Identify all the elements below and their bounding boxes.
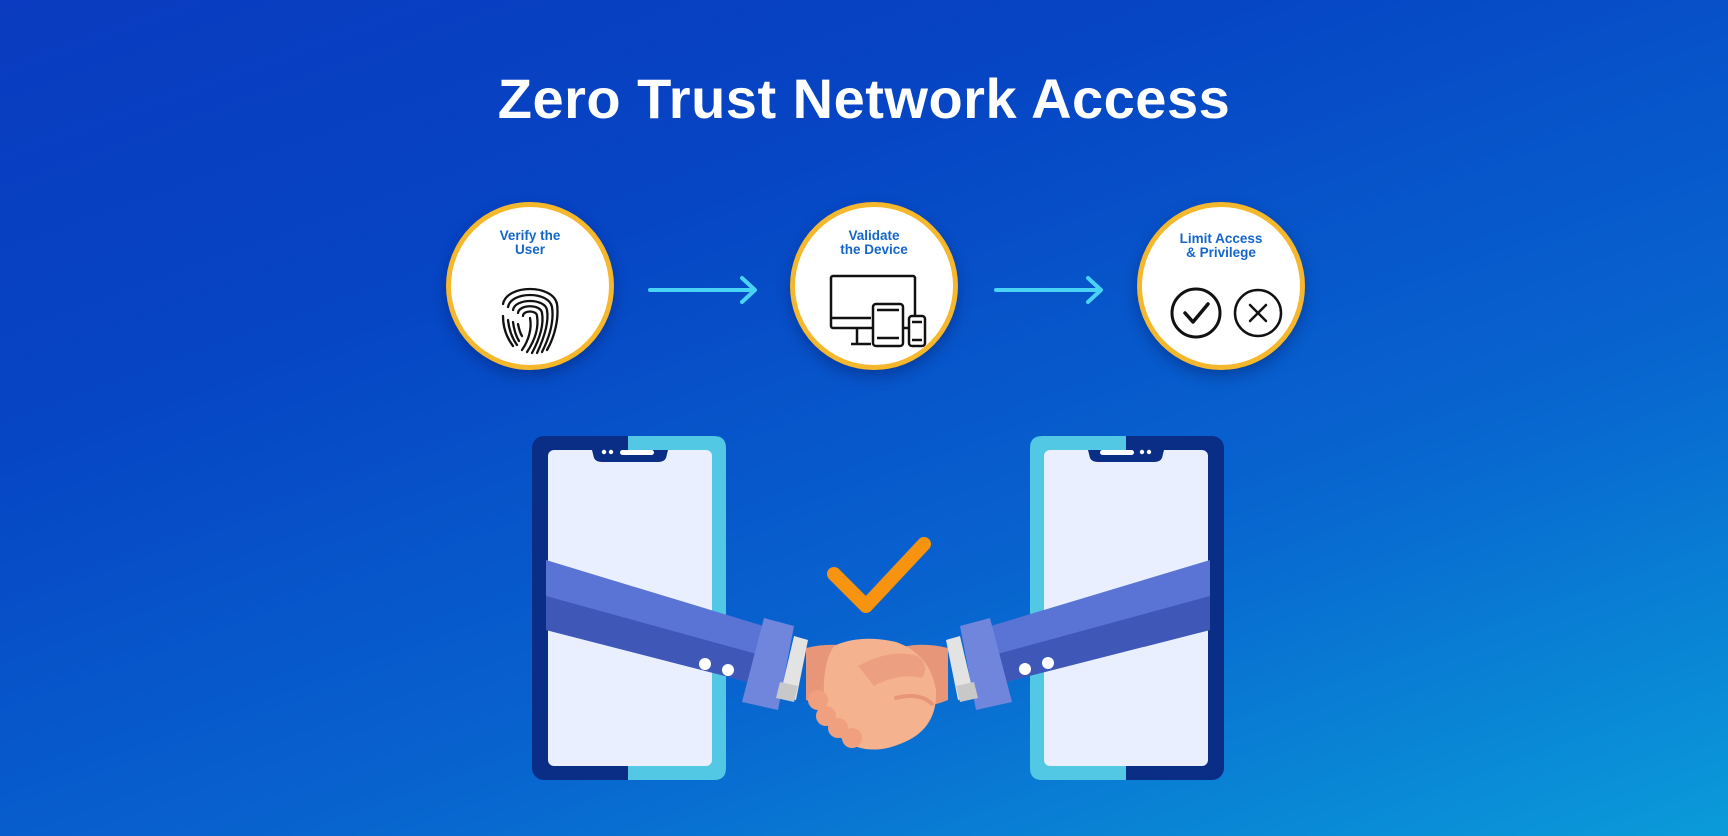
fingerprint-icon — [501, 287, 559, 355]
step-validate-device: Validate the Device — [790, 202, 958, 370]
arrow-right-icon — [994, 276, 1103, 304]
step-verify-user: Verify the User — [446, 202, 614, 370]
x-circle-icon — [1233, 288, 1283, 338]
step-label: Verify the User — [499, 228, 561, 257]
check-circle-icon — [1170, 287, 1222, 339]
arrow-right-icon — [648, 276, 757, 304]
devices-icon — [829, 274, 927, 348]
step-label: Validate the Device — [840, 228, 908, 257]
approval-checkmark-icon — [827, 537, 931, 613]
step-limit-access: Limit Access & Privilege — [1137, 202, 1305, 370]
handshake-hands — [808, 638, 937, 750]
step-label: Limit Access & Privilege — [1179, 231, 1263, 260]
allow-deny-icon — [1170, 287, 1283, 339]
page-title: Zero Trust Network Access — [497, 67, 1231, 130]
